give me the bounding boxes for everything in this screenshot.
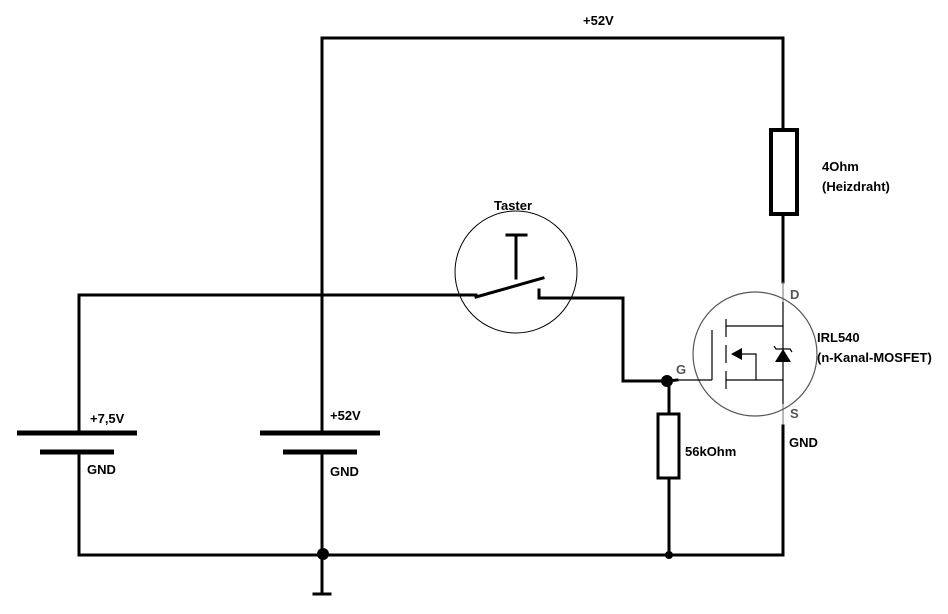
- battery-7-5v: [17, 293, 324, 557]
- battery1-plus-label: +7,5V: [90, 411, 125, 426]
- heater-resistor: [769, 128, 799, 216]
- battery2-plus-label: +52V: [330, 408, 361, 423]
- push-button-switch: [320, 210, 671, 383]
- battery2-gnd-label: GND: [330, 464, 359, 479]
- mosfet-type-label: (n-Kanal-MOSFET): [817, 350, 932, 365]
- mosfet-symbol: [677, 282, 818, 426]
- gate-junction-dot: [661, 375, 673, 387]
- mosfet-part-label: IRL540: [817, 330, 860, 345]
- mosfet-pin-drain: D: [790, 287, 799, 302]
- battery1-gnd-label: GND: [87, 462, 116, 477]
- pulldown-resistor: [656, 412, 681, 480]
- battery-52v: [260, 295, 380, 557]
- mosfet-pin-source: S: [790, 406, 799, 421]
- heater-resistor-note: (Heizdraht): [822, 179, 890, 194]
- mosfet-pin-gate: G: [676, 362, 686, 377]
- mosfet-gnd-label: GND: [789, 435, 818, 450]
- switch-label: Taster: [494, 198, 532, 213]
- top-rail-label: +52V: [583, 13, 614, 28]
- top-rail-wire: [320, 36, 785, 299]
- heater-resistor-value: 4Ohm: [822, 159, 859, 174]
- pulldown-resistor-label: 56kOhm: [685, 444, 736, 459]
